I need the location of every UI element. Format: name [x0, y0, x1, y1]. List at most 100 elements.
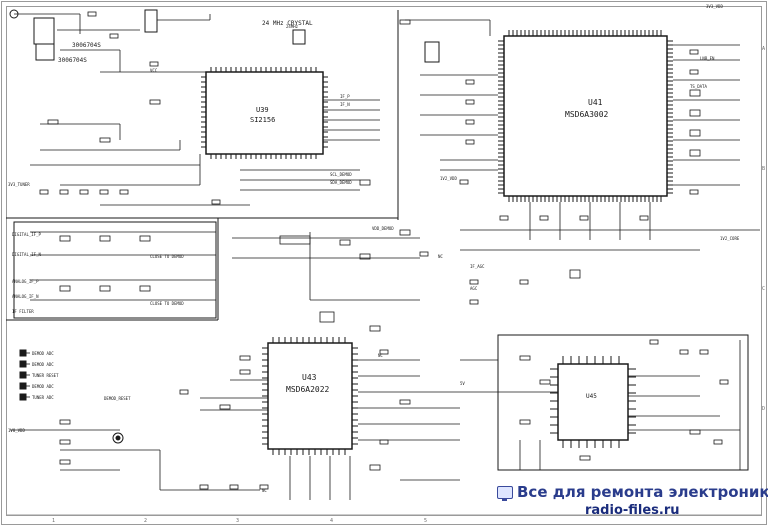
component — [359, 253, 371, 260]
label-analog-if-n: ANALOG_IF_N — [12, 294, 39, 299]
label-nc-3: NC — [262, 488, 267, 493]
component — [699, 349, 709, 355]
grid-row-b: B — [762, 166, 765, 172]
component — [419, 251, 429, 257]
label-5v: 5V — [460, 381, 465, 386]
watermark-title: Все для ремонта электроники — [517, 483, 768, 501]
component — [211, 199, 221, 205]
component — [59, 459, 71, 465]
label-ts-data: TS_DATA — [690, 84, 707, 89]
component — [713, 439, 723, 445]
component — [689, 149, 701, 157]
u39-ref: U39 — [256, 106, 269, 114]
label-if-agc: IF_AGC — [470, 264, 485, 269]
component — [279, 235, 311, 245]
label-if-p: IF_P — [340, 94, 350, 99]
component — [399, 19, 411, 25]
component — [499, 215, 509, 221]
component — [459, 179, 469, 185]
label-lnb: LNB_EN — [700, 56, 715, 61]
component — [469, 279, 479, 285]
u43-ref: U43 — [302, 373, 317, 382]
component — [319, 311, 335, 323]
label-close-demod-2: CLOSE TO DEMOD — [150, 301, 184, 306]
component — [519, 419, 531, 425]
component — [519, 355, 531, 361]
label-close-demod: CLOSE TO DEMOD — [150, 254, 184, 259]
component — [59, 285, 71, 292]
component — [689, 89, 701, 97]
side-label-3: TUNER RESET — [32, 373, 59, 378]
label-ref-b: 3006704S — [72, 42, 101, 49]
label-vcc: VCC — [150, 68, 158, 73]
component — [465, 139, 475, 145]
component — [689, 429, 701, 435]
component — [87, 11, 97, 17]
component — [369, 464, 381, 471]
component — [149, 61, 159, 67]
component — [179, 389, 189, 395]
component — [229, 484, 239, 490]
component — [99, 137, 111, 143]
label-i2c-sda: SDA_DEMOD — [330, 180, 352, 185]
component — [569, 269, 581, 279]
component — [259, 484, 269, 490]
component — [519, 279, 529, 285]
component — [399, 229, 411, 236]
watermark: Все для ремонта электроники radio-files.… — [497, 482, 768, 520]
monitor-icon — [497, 486, 513, 501]
component — [719, 379, 729, 385]
u45-ref: U45 — [586, 393, 597, 400]
chip-u43 — [267, 342, 353, 450]
label-3v3: 3V3_VDD — [706, 4, 723, 9]
component — [119, 189, 129, 195]
grid-col-5: 5 — [424, 518, 427, 524]
component — [59, 235, 71, 242]
component — [379, 349, 389, 355]
component — [689, 109, 701, 117]
component — [379, 439, 389, 445]
label-digital-if: DIGITAL_IF_P — [12, 232, 41, 237]
label-agc: AGC — [470, 286, 478, 291]
label-1v2: 1V2_VDD — [440, 176, 457, 181]
label-analog-if: ANALOG_IF_P — [12, 279, 39, 284]
label-xtal: 24MHz — [286, 24, 299, 29]
component — [539, 215, 549, 221]
component — [689, 49, 699, 55]
side-label-1: DEMOD ADC — [32, 351, 54, 356]
u39-part: SI2156 — [250, 116, 275, 124]
component — [239, 355, 251, 361]
component — [465, 79, 475, 85]
label-if-filter: IF FILTER — [12, 309, 34, 314]
component — [99, 189, 109, 195]
side-label-4: DEMOD ADC — [32, 384, 54, 389]
grid-col-2: 2 — [144, 518, 147, 524]
component — [649, 339, 659, 345]
component — [99, 235, 111, 242]
side-label-5: TUNER ADC — [32, 395, 54, 400]
component — [579, 215, 589, 221]
component — [59, 419, 71, 425]
component — [109, 33, 119, 39]
watermark-url[interactable]: radio-files.ru — [585, 503, 680, 518]
component — [579, 455, 591, 461]
component — [139, 285, 151, 292]
component — [199, 484, 209, 490]
component — [689, 69, 699, 75]
grid-col-1: 1 — [52, 518, 55, 524]
component — [139, 235, 151, 242]
u41-part: MSD6A3002 — [565, 110, 609, 119]
component — [219, 404, 231, 410]
u41-ref: U41 — [588, 98, 603, 107]
chip-u39 — [205, 71, 324, 155]
component — [399, 399, 411, 405]
grid-row-c: C — [762, 286, 765, 292]
grid-col-3: 3 — [236, 518, 239, 524]
label-digital-if-n: DIGITAL_IF_N — [12, 252, 41, 257]
grid-row-d: D — [762, 406, 765, 412]
label-1v2-core: 1V2_CORE — [720, 236, 740, 241]
component — [79, 189, 89, 195]
component — [239, 369, 251, 375]
label-i2c-scl: SCL_DEMOD — [330, 172, 352, 177]
